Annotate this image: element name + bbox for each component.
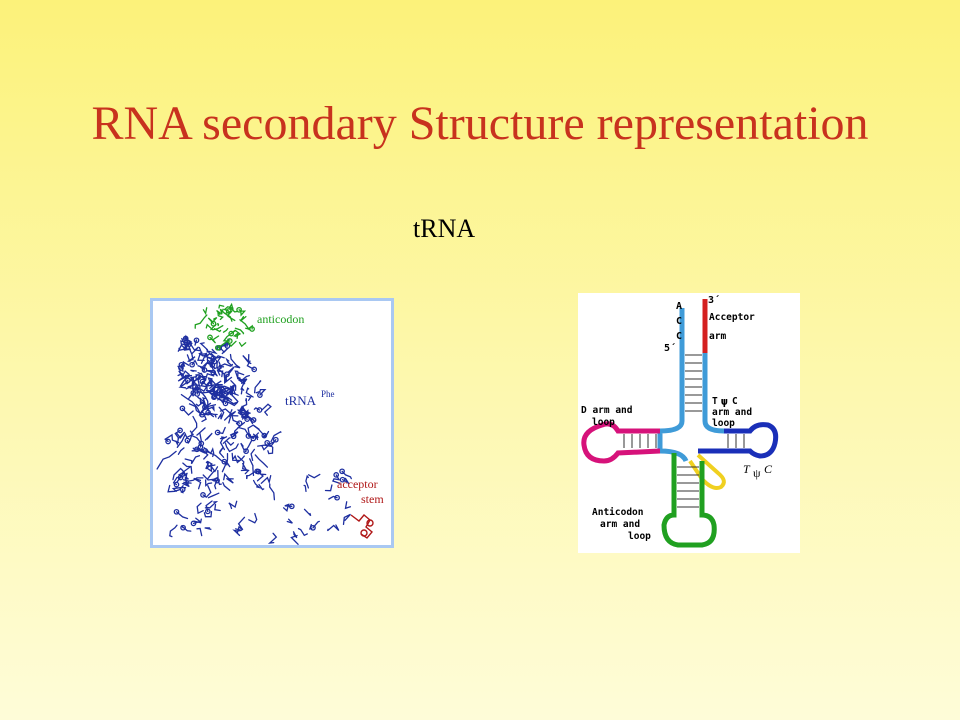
d-arm-and-loop xyxy=(581,421,661,464)
acceptor-arm-label-2: arm xyxy=(709,331,726,342)
anticodon-arm-label-3: loop xyxy=(628,531,651,542)
t-arm-label-3: loop xyxy=(712,418,735,429)
trna-3d-structure-panel: anticodon tRNA Phe acceptor stem xyxy=(150,298,394,548)
variable-loop xyxy=(688,453,726,490)
trna-phe-superscript: Phe xyxy=(321,389,335,399)
stem-label: stem xyxy=(361,492,384,506)
junction-left xyxy=(657,420,689,463)
t-arm-label-psi: ψ xyxy=(721,395,728,408)
five-prime-end: 5´ xyxy=(664,342,676,354)
cloverleaf-diagram: A C C 3´ 5´ Acceptor arm D arm and loop … xyxy=(581,294,779,548)
t-loop-label-c: C xyxy=(764,462,773,476)
anticodon-arm-and-loop xyxy=(661,453,717,548)
t-arm-label-c: C xyxy=(732,396,738,407)
acceptor-label: acceptor xyxy=(337,477,378,491)
acceptor-arm-label-1: Acceptor xyxy=(709,312,755,323)
three-prime-end: 3´ xyxy=(708,294,720,306)
nucleotide-c1: C xyxy=(676,316,682,327)
t-arm-and-loop xyxy=(698,422,779,459)
t-arm-label-t: T xyxy=(712,396,718,407)
anticodon-arm-label-2: arm and xyxy=(600,519,640,530)
anticodon-arm-label-1: Anticodon xyxy=(592,507,643,518)
nucleotide-c2: C xyxy=(676,331,682,342)
d-arm-label-2: loop xyxy=(592,417,615,428)
t-arm-label-2: arm and xyxy=(712,407,752,418)
acceptor-base-pairs xyxy=(685,354,702,412)
junction-right xyxy=(702,420,725,434)
anticodon-label: anticodon xyxy=(257,312,304,326)
trna-backbone-sticks xyxy=(156,334,352,545)
acceptor-stem-sticks xyxy=(350,514,374,539)
t-loop-label-psi: ψ xyxy=(753,466,761,480)
trna-label: tRNA xyxy=(285,393,317,408)
d-arm-label-1: D arm and xyxy=(581,405,633,416)
t-loop-label-t: T xyxy=(743,462,751,476)
trna-cloverleaf-panel: A C C 3´ 5´ Acceptor arm D arm and loop … xyxy=(578,293,800,553)
slide-title: RNA secondary Structure representation xyxy=(91,97,869,150)
slide-subtitle: tRNA xyxy=(413,214,476,243)
nucleotide-a: A xyxy=(676,301,682,312)
anticodon-sticks xyxy=(194,302,255,351)
trna-3d-structure-image: anticodon tRNA Phe acceptor stem xyxy=(156,302,384,545)
